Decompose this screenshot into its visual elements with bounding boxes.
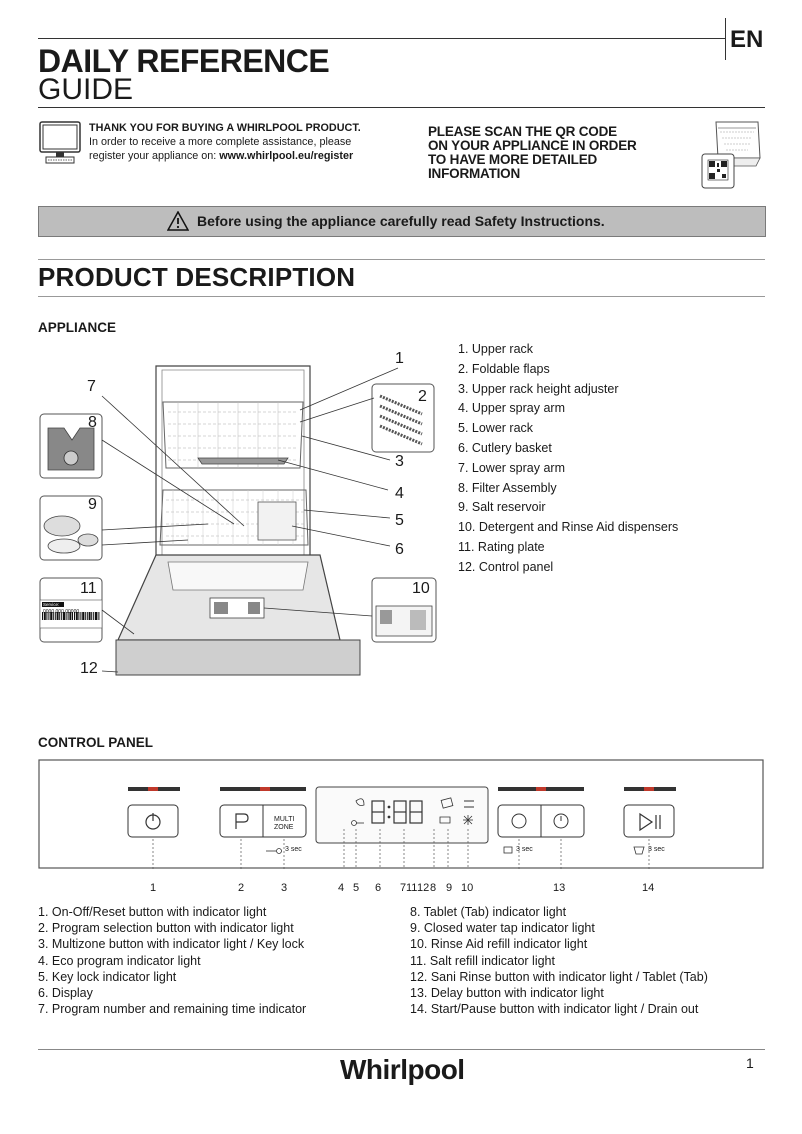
qr-instructions: PLEASE SCAN THE QR CODE ON YOUR APPLIANC… [428,125,637,181]
register-text: THANK YOU FOR BUYING A WHIRLPOOL PRODUCT… [89,121,389,163]
cp-number-3: 3 [281,882,288,894]
cp-number-13: 13 [553,882,566,894]
computer-monitor-icon [38,120,84,166]
qr-line-1: PLEASE SCAN THE QR CODE [428,124,617,139]
header-top-rule [38,38,726,39]
callout-4: 4 [395,485,404,502]
callout-12: 12 [80,660,98,677]
list-item: 1. On-Off/Reset button with indicator li… [38,905,267,919]
control-panel-list-left: 1. On-Off/Reset button with indicator li… [38,904,388,1017]
cp-number-8: 8 [430,882,437,894]
list-item: 5. Lower rack [458,421,534,436]
section-rule-bottom [38,296,765,297]
list-item: 3. Upper rack height adjuster [458,381,619,396]
callout-3: 3 [395,453,404,470]
section-rule-top [38,259,765,260]
cp-number-14: 14 [642,882,655,894]
header-bottom-rule [38,107,765,108]
cp-number-1: 1 [150,882,157,894]
register-url-link[interactable]: www.whirlpool.eu/register [219,150,354,162]
list-item: 11. Rating plate [458,539,545,554]
callout-5: 5 [395,512,404,529]
list-item: 12. Sani Rinse button with indicator lig… [410,969,708,984]
callout-6: 6 [395,541,404,558]
register-line-2: In order to receive a more complete assi… [89,136,352,148]
callout-8: 8 [88,414,97,431]
callout-1: 1 [395,350,404,367]
footer-rule [38,1049,765,1050]
list-item: 2. Foldable flaps [458,361,550,376]
appliance-heading: APPLIANCE [38,320,117,335]
cp-number-4: 4 [338,882,345,894]
cp-number-2: 2 [238,882,245,894]
page-title: DAILY REFERENCE [38,43,330,79]
cp-number-10: 10 [461,882,474,894]
register-line-1: THANK YOU FOR BUYING A WHIRLPOOL PRODUCT… [89,122,361,134]
cp-number-6: 6 [375,882,382,894]
list-item: 13. Delay button with indicator light [410,986,604,1001]
list-item: 7. Lower spray arm [458,460,565,475]
safety-banner-text: Before using the appliance carefully rea… [197,213,605,229]
qr-line-3: TO HAVE MORE DETAILED [428,152,598,167]
list-item: 5. Key lock indicator light [38,969,177,984]
callout-7: 7 [87,378,96,395]
list-item: 8. Tablet (Tab) indicator light [410,905,567,919]
list-item: 11. Salt refill indicator light [410,953,555,968]
list-item: 2. Program selection button with indicat… [38,921,294,936]
list-item: 9. Salt reservoir [458,500,546,515]
rating-plate-label: Service: [43,602,59,607]
callout-10: 10 [412,580,430,597]
list-item: 1. Upper rack [458,342,534,356]
control-panel-list-right: 8. Tablet (Tab) indicator light 9. Close… [410,904,770,1017]
lang-divider [725,18,726,60]
control-panel-diagram: MULTI ZONE 3 sec 3 sec 3 sec [38,759,764,869]
multizone-line-2: ZONE [274,824,294,831]
list-item: 14. Start/Pause button with indicator li… [410,1002,699,1017]
language-code: EN [730,26,764,53]
list-item: 9. Closed water tap indicator light [410,921,595,936]
callout-9: 9 [88,496,97,513]
register-prefix: register your appliance on: [89,150,220,162]
list-item: 6. Display [38,986,93,1001]
control-panel-heading: CONTROL PANEL [38,735,154,750]
callout-11: 11 [80,580,97,597]
safety-banner: Before using the appliance carefully rea… [38,206,766,237]
cp-number-9: 9 [446,882,453,894]
list-item: 6. Cutlery basket [458,440,552,455]
cp-number-12: 12 [417,882,430,894]
key-lock-3sec: 3 sec [285,846,302,853]
multizone-label: MULTI ZONE [274,816,294,832]
page-title-sub: GUIDE [38,73,134,106]
tab-3sec: 3 sec [516,846,533,853]
appliance-diagram: Service: 0000 000 00000 1 2 3 4 [38,340,448,685]
list-item: 8. Filter Assembly [458,480,557,495]
product-description-heading: PRODUCT DESCRIPTION [38,262,356,292]
list-item: 12. Control panel [458,559,554,574]
list-item: 3. Multizone button with indicator light… [38,937,305,952]
list-item: 10. Detergent and Rinse Aid dispensers [458,520,679,535]
list-item: 4. Upper spray arm [458,401,565,416]
warning-icon [166,210,190,231]
list-item: 10. Rinse Aid refill indicator light [410,937,588,952]
whirlpool-logo: Whirlpool [340,1054,465,1085]
qr-line-4: INFORMATION [428,166,521,181]
dishwasher-qr-illustration [696,118,766,192]
rating-plate-code: 0000 000 00000 [43,609,79,615]
list-item: 4. Eco program indicator light [38,953,201,968]
appliance-parts-list: 1. Upper rack 2. Foldable flaps 3. Upper… [458,340,758,578]
callout-2: 2 [418,388,427,405]
drain-3sec: 3 sec [648,846,665,853]
multizone-line-1: MULTI [274,816,295,823]
cp-number-11: 11 [406,882,418,894]
cp-number-5: 5 [353,882,360,894]
register-line-3: register your appliance on: www.whirlpoo… [89,149,389,163]
list-item: 7. Program number and remaining time ind… [38,1002,307,1017]
page-number: 1 [746,1055,754,1071]
cp-number-7: 7 [400,882,407,894]
qr-line-2: ON YOUR APPLIANCE IN ORDER [428,138,637,153]
